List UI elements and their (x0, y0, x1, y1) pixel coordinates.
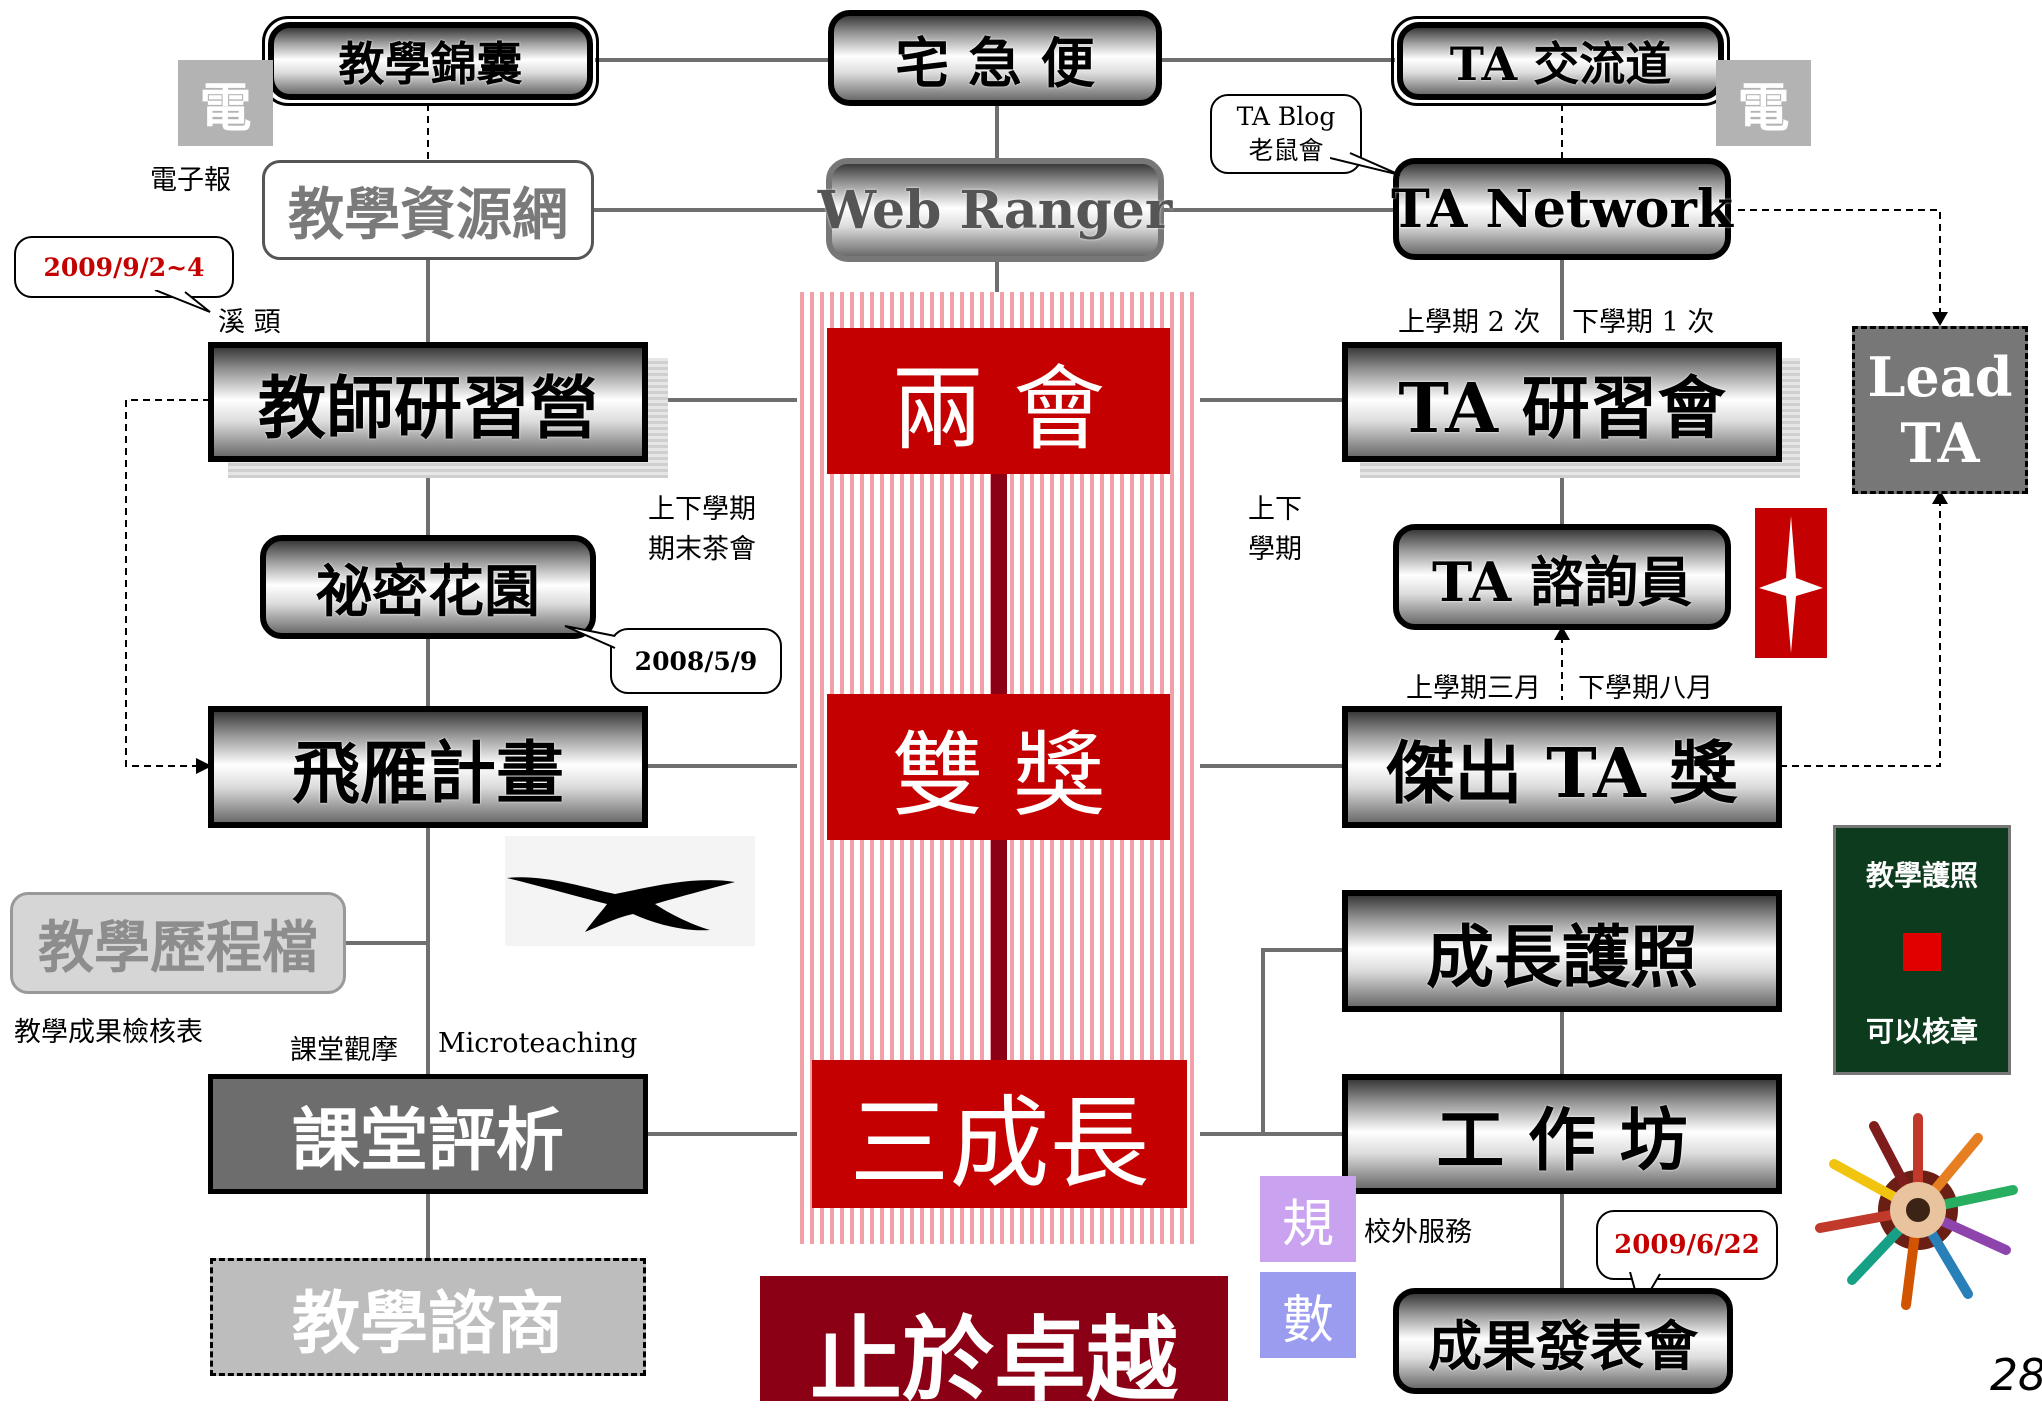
arrowheads (196, 312, 1948, 774)
ta-exchange-box[interactable]: TA 交流道 (1391, 16, 1730, 106)
motto-block: 止於卓越 (760, 1276, 1228, 1414)
lead-ta-box[interactable]: Lead TA (1852, 326, 2028, 494)
award-months-right: 下學期八月 (1578, 673, 1713, 704)
electronic-badge-right: 電 (1716, 60, 1811, 146)
passport-note: 可以核章 (1865, 1015, 1978, 1048)
location-label: 溪 頭 (218, 307, 281, 338)
ta-sessions-right: 下學期 1 次 (1572, 307, 1715, 338)
semester-label: 上下 學期 (1248, 490, 1302, 570)
award-months-left: 上學期三月 (1406, 673, 1541, 704)
off-campus-label: 校外服務 (1364, 1217, 1472, 1248)
teaching-portfolio-box[interactable]: 教學歷程檔 (10, 892, 346, 994)
camp-date-tail (154, 290, 211, 313)
workshop-box[interactable]: 工 作 坊 (1342, 1074, 1782, 1194)
outstanding-ta-box[interactable]: 傑出 TA 獎 (1342, 706, 1782, 828)
tea-party-label: 上下學期 期末茶會 (648, 490, 756, 570)
ta-blog-callout: TA Blog 老鼠會 (1210, 94, 1362, 174)
blog-callout-tail (1330, 152, 1401, 176)
presentation-date-callout: 2009/6/22 (1596, 1210, 1778, 1280)
ta-blog-line2: 老鼠會 (1248, 136, 1324, 165)
rule-badge: 規 (1260, 1176, 1356, 1262)
teaching-resource-net-box[interactable]: 教學資源網 (262, 160, 594, 260)
teaching-consultation-box[interactable]: 教學諮商 (210, 1258, 646, 1376)
camp-date-callout: 2009/9/2~4 (14, 236, 234, 298)
center-connector-upper (991, 474, 1007, 696)
secret-date-tail (564, 625, 616, 649)
tea-party-line1: 上下學期 (648, 494, 756, 525)
secret-garden-date-callout: 2008/5/9 (610, 628, 782, 694)
semester-line2: 學期 (1248, 534, 1302, 565)
electronic-badge-left: 電 (178, 60, 273, 146)
epaper-label: 電子報 (150, 165, 231, 196)
presentation-box[interactable]: 成果發表會 (1393, 1288, 1733, 1394)
star-card (1755, 508, 1827, 658)
three-growth-block[interactable]: 三成長 (812, 1060, 1187, 1208)
semester-line1: 上下 (1248, 494, 1302, 525)
bird-silhouette (505, 836, 755, 946)
page-number: 28 (1990, 1350, 2042, 1401)
class-analysis-box[interactable]: 課堂評析 (208, 1074, 648, 1194)
growth-passport-box[interactable]: 成長護照 (1342, 890, 1782, 1012)
ta-workshop-box[interactable]: TA 研習會 (1342, 342, 1782, 462)
lead-ta-line1: Lead (1867, 345, 2013, 409)
teaching-tips-box[interactable]: 教學錦囊 (262, 16, 599, 106)
web-ranger-box[interactable]: Web Ranger (818, 158, 1172, 262)
dashed-lines (125, 104, 1941, 767)
ta-consultant-box[interactable]: TA 諮詢員 (1393, 524, 1731, 630)
tea-party-line2: 期末茶會 (648, 534, 756, 565)
ta-network-box[interactable]: TA Network (1391, 158, 1733, 260)
ta-blog-line1: TA Blog (1236, 102, 1336, 131)
passport-title: 教學護照 (1865, 859, 1978, 892)
solid-gray-lines (345, 58, 1564, 1290)
center-connector-lower (991, 838, 1007, 1060)
two-awards-block[interactable]: 雙 獎 (827, 694, 1170, 840)
class-observation-label: 課堂觀摩 (290, 1035, 398, 1066)
teacher-camp-box[interactable]: 教師研習營 (208, 342, 648, 462)
star-icon (1759, 516, 1823, 653)
ta-sessions-left: 上學期 2 次 (1398, 307, 1541, 338)
express-delivery-box[interactable]: 宅 急 便 (828, 10, 1162, 106)
lead-ta-line2: TA (1900, 411, 1980, 475)
teaching-passport-card: 教學護照 可以核章 (1833, 825, 2011, 1075)
count-badge: 數 (1260, 1272, 1356, 1358)
passport-red-square (1903, 933, 1941, 971)
portfolio-note: 教學成果檢核表 (14, 1017, 203, 1048)
two-meetings-block[interactable]: 兩 會 (827, 328, 1170, 474)
secret-garden-box[interactable]: 祕密花園 (260, 535, 596, 639)
flying-geese-box[interactable]: 飛雁計畫 (208, 706, 648, 828)
colored-pencils-image (1815, 1113, 2018, 1310)
microteaching-label: Microteaching (438, 1028, 638, 1059)
